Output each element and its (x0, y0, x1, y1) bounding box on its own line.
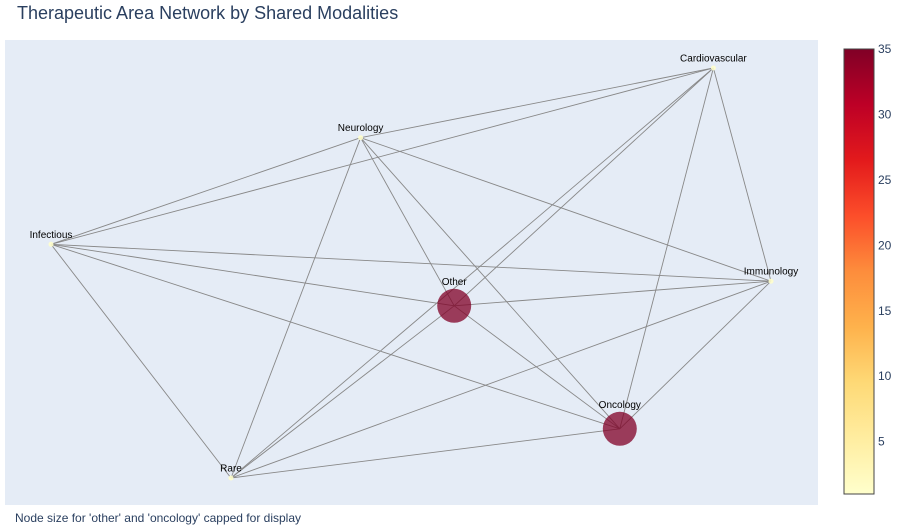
edge-cardiovascular-immunology (712, 67, 772, 282)
edge-infectious-other (50, 243, 455, 307)
edge-immunology-oncology (619, 280, 772, 430)
node-label-neurology: Neurology (338, 123, 384, 134)
node-label-infectious: Infectious (30, 230, 73, 241)
node-cardiovascular[interactable] (710, 65, 716, 71)
plot-background (5, 40, 818, 505)
node-label-other: Other (442, 277, 468, 288)
edge-other-immunology (454, 280, 772, 307)
edge-cardiovascular-oncology (619, 67, 714, 429)
edge-other-rare (230, 305, 455, 479)
node-oncology[interactable] (602, 411, 637, 446)
node-rare[interactable] (228, 475, 234, 481)
edge-cardiovascular-other (453, 67, 714, 307)
edge-cardiovascular-infectious (50, 67, 714, 245)
node-label-rare: Rare (220, 464, 242, 475)
colorbar-tick-label: 5 (878, 435, 885, 449)
colorbar-tick-label: 10 (878, 369, 892, 383)
edge-neurology-oncology (360, 137, 621, 430)
colorbar-tick-label: 30 (878, 107, 892, 121)
edge-other-oncology (453, 305, 621, 430)
edge-infectious-oncology (50, 243, 620, 430)
node-label-cardiovascular: Cardiovascular (680, 54, 747, 65)
edge-neurology-other (360, 137, 455, 307)
chart-annotation: Node size for 'other' and 'oncology' cap… (15, 511, 302, 525)
edge-neurology-rare (230, 137, 362, 479)
edge-infectious-immunology (50, 243, 772, 282)
edge-infectious-rare (50, 244, 232, 479)
node-label-immunology: Immunology (744, 267, 798, 278)
edge-cardiovascular-rare (230, 67, 714, 479)
edge-oncology-rare (230, 428, 620, 479)
node-immunology[interactable] (768, 278, 774, 284)
edge-cardiovascular-neurology (360, 67, 714, 139)
chart-title: Therapeutic Area Network by Shared Modal… (17, 3, 399, 23)
node-infectious[interactable] (48, 241, 54, 247)
edges-layer (50, 67, 772, 479)
nodes-layer (48, 65, 774, 481)
colorbar-tick-label: 15 (878, 304, 892, 318)
colorbar-gradient (843, 48, 875, 495)
node-label-oncology: Oncology (599, 400, 641, 411)
colorbar: 5 10 15 20 25 30 35 (843, 42, 892, 495)
colorbar-tick-label: 20 (878, 238, 892, 252)
edge-immunology-rare (230, 280, 772, 479)
edge-neurology-immunology (360, 137, 772, 282)
node-neurology[interactable] (358, 135, 364, 141)
node-other[interactable] (437, 288, 472, 323)
colorbar-tick-label: 35 (878, 42, 892, 56)
colorbar-tick-label: 25 (878, 173, 892, 187)
edge-neurology-infectious (50, 137, 361, 245)
